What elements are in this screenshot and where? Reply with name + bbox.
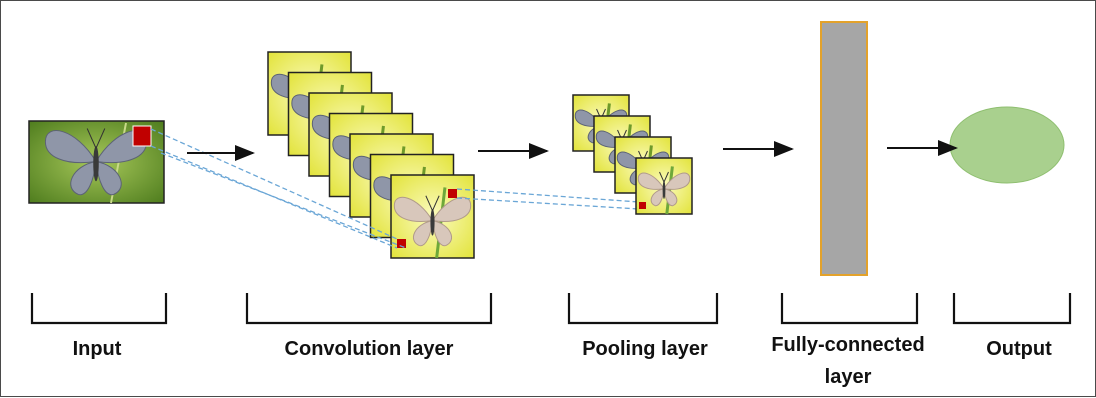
butterfly-icon — [44, 128, 148, 196]
right-lower-wing — [95, 160, 122, 196]
output-stage — [949, 106, 1065, 184]
input-stage — [28, 120, 165, 204]
stage-bracket — [780, 293, 919, 325]
butterfly-antennae — [659, 171, 669, 183]
right-lower-wing — [663, 188, 678, 207]
right-upper-wing — [431, 196, 472, 222]
stage-bracket — [30, 293, 168, 325]
butterfly-body — [662, 180, 666, 199]
label-pooling-layer: Pooling layer — [582, 338, 708, 360]
left-lower-wing — [650, 188, 665, 207]
receptive-field-marker — [132, 125, 152, 147]
butterfly-body — [430, 209, 435, 236]
right-upper-wing — [663, 172, 691, 190]
conv-input-marker — [397, 239, 406, 248]
dashed-line — [150, 145, 398, 249]
stage-bracket — [245, 293, 493, 325]
butterfly-icon — [637, 171, 691, 207]
flow-arrows — [187, 140, 958, 161]
stage-bracket — [952, 293, 1072, 325]
output-node — [949, 106, 1065, 184]
butterfly-icon — [393, 195, 472, 247]
conv-output-marker — [448, 189, 457, 198]
convolution-stage — [267, 51, 475, 259]
convolution-feature-map — [390, 174, 475, 259]
pooling-marker — [639, 202, 646, 209]
dashed-line — [150, 128, 398, 240]
fully-connected-stage — [820, 21, 868, 276]
receptive-field-lines — [150, 128, 640, 249]
left-lower-wing — [70, 160, 97, 196]
butterfly-antennae — [86, 128, 106, 149]
right-lower-wing — [431, 220, 452, 247]
label-convolution-layer: Convolution layer — [284, 338, 454, 360]
dashed-line — [456, 197, 640, 210]
butterfly-body — [93, 146, 99, 182]
stage-brackets — [30, 293, 1072, 325]
left-upper-wing — [44, 130, 97, 164]
label-fully-connected-line1: Fully-connected — [771, 334, 925, 356]
pooling-feature-map — [635, 157, 693, 215]
left-upper-wing — [393, 196, 434, 222]
stage-bracket — [567, 293, 719, 325]
butterfly-antennae — [425, 195, 440, 211]
input-image — [28, 120, 165, 204]
fully-connected-bar — [820, 21, 868, 276]
label-output: Output — [986, 338, 1052, 360]
left-lower-wing — [413, 220, 434, 247]
pooling-stage — [572, 94, 693, 215]
label-input: Input — [72, 338, 122, 360]
label-fully-connected-line2: layer — [824, 366, 872, 388]
dashed-line — [456, 188, 640, 203]
dashed-line — [160, 152, 407, 249]
left-upper-wing — [637, 172, 665, 190]
